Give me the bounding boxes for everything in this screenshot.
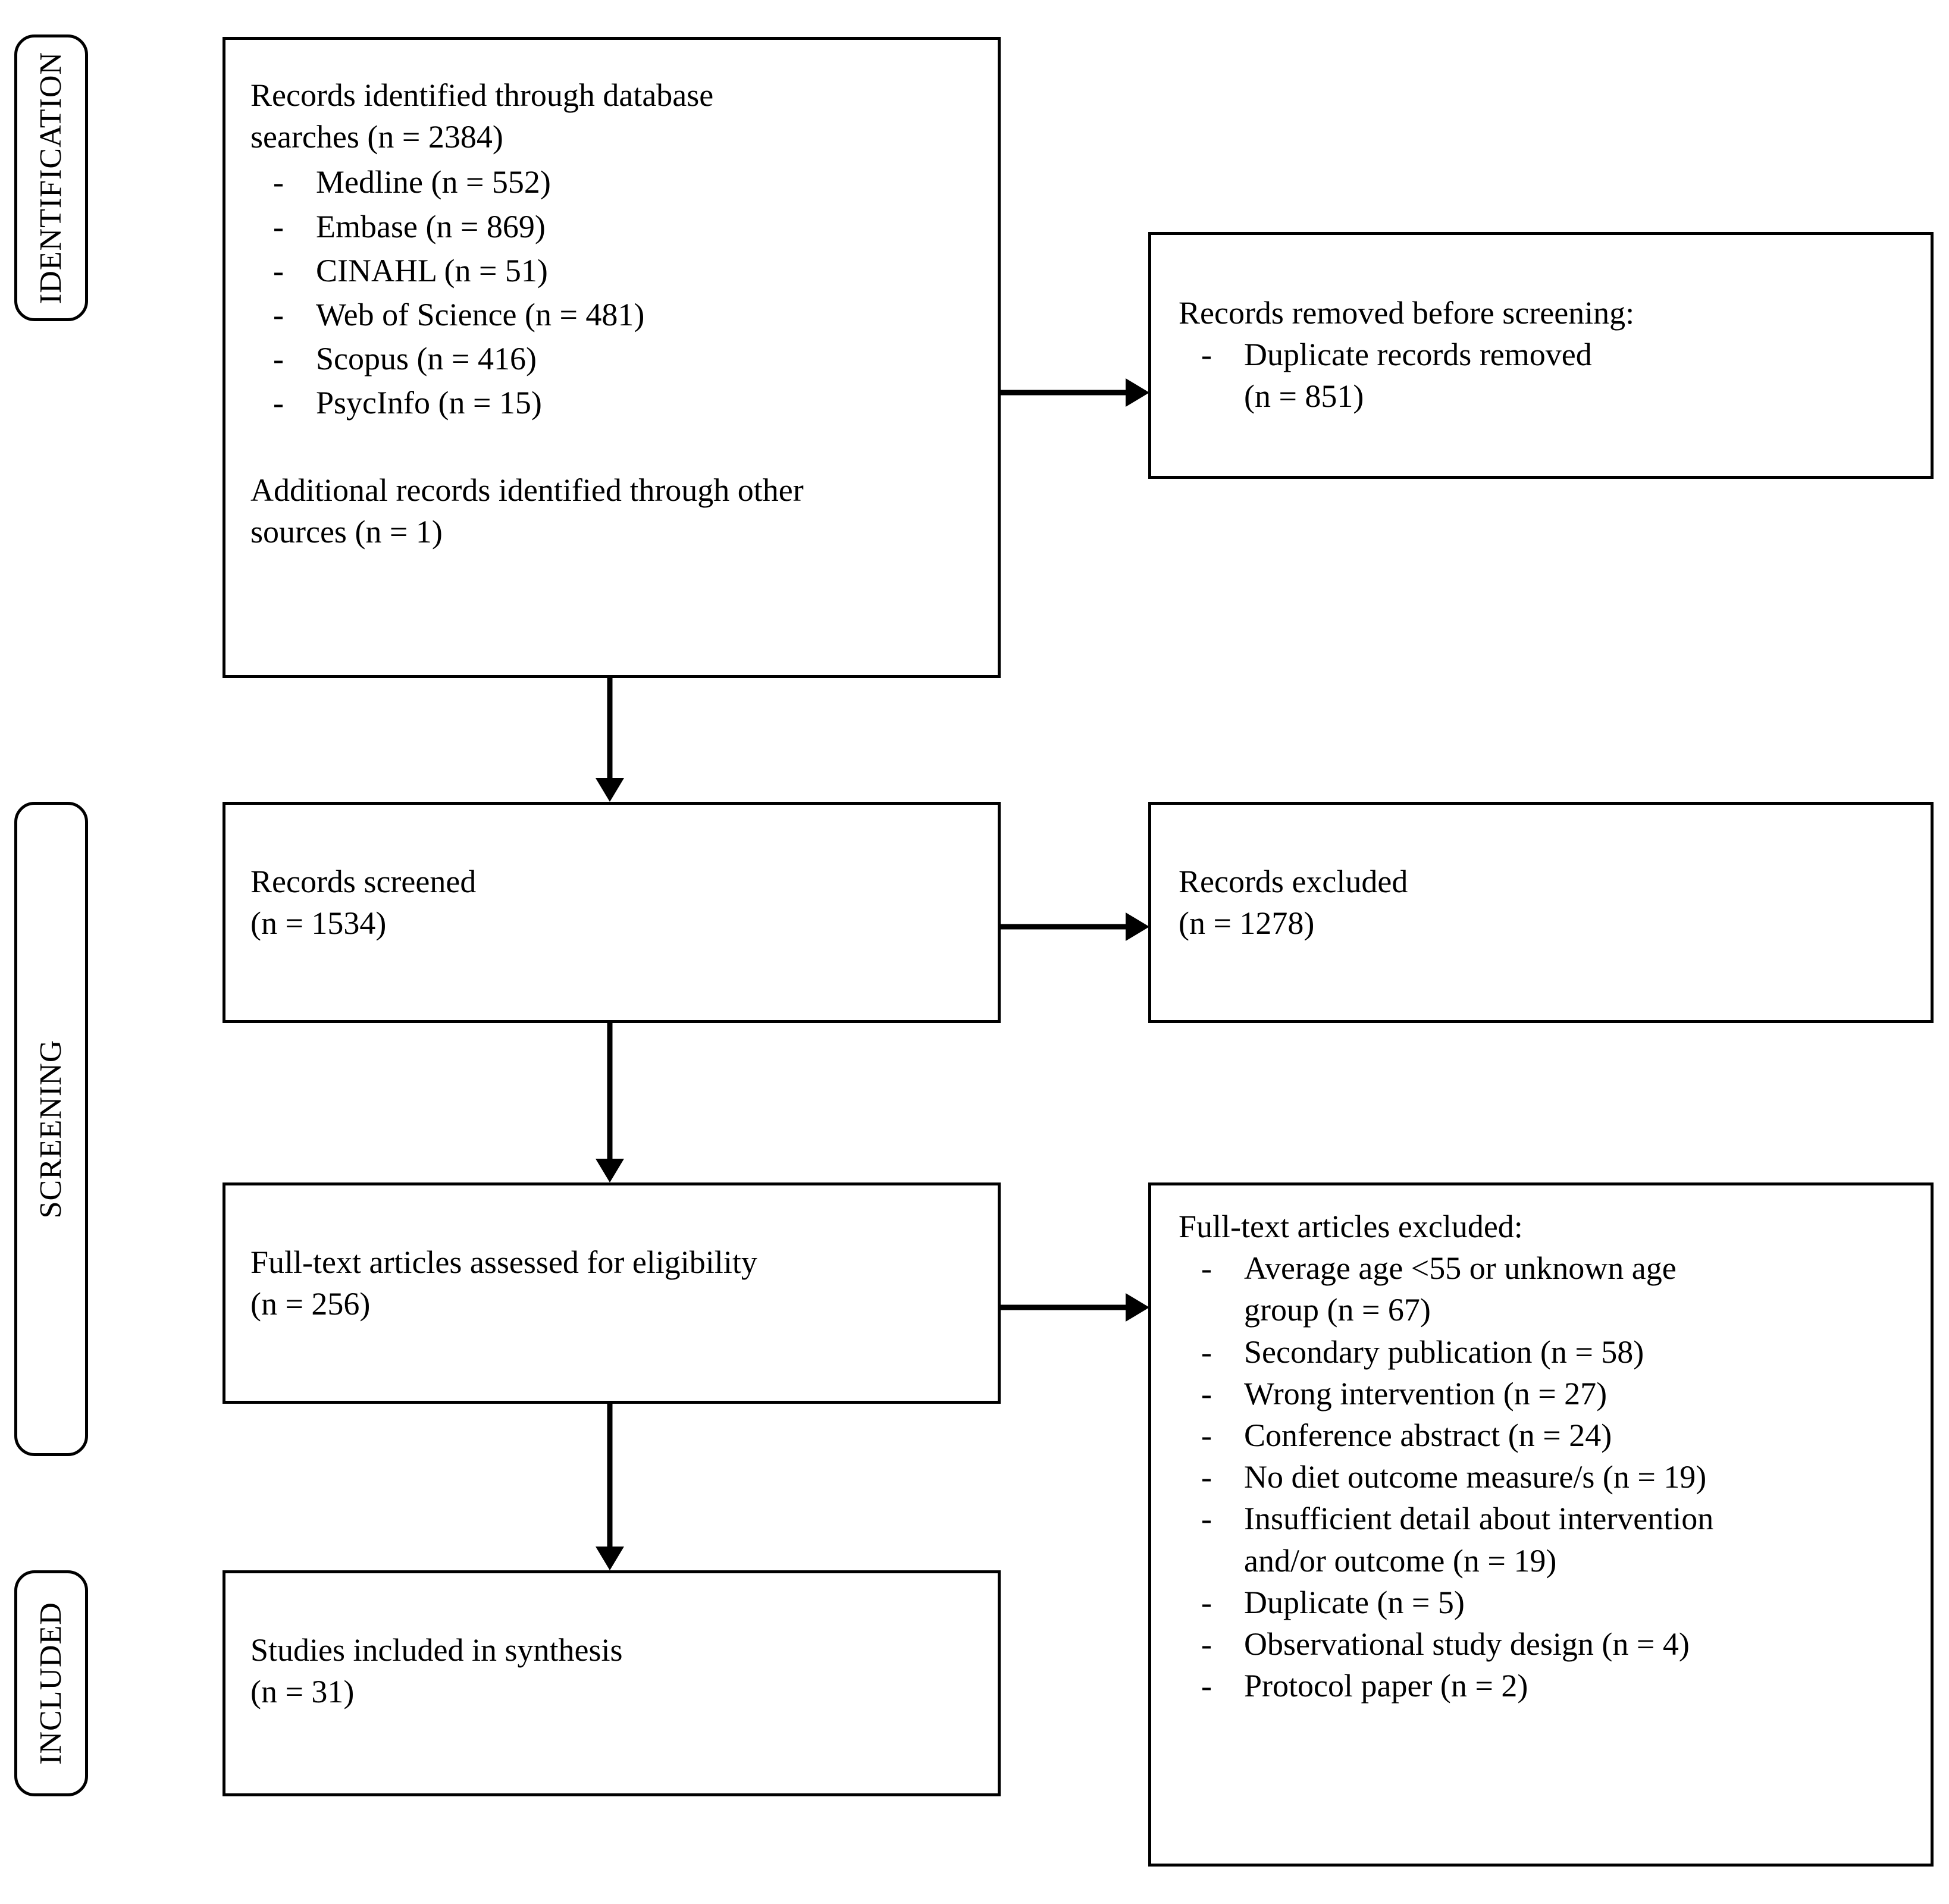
exclusion-reason-line1: Secondary publication (n = 58) <box>1244 1334 1644 1370</box>
list-item-source: - Web of Science (n = 481) <box>250 294 980 335</box>
additional-records-line1: Additional records identified through ot… <box>250 472 804 508</box>
source-label: Scopus (n = 416) <box>316 341 537 377</box>
records-excluded-line1: Records excluded <box>1179 864 1408 899</box>
source-label: Embase (n = 869) <box>316 208 546 244</box>
exclusion-reason-line1: Insufficient detail about intervention <box>1244 1501 1714 1537</box>
records-screened-line1: Records screened <box>250 864 477 899</box>
exclusion-reason-line1: Wrong intervention (n = 27) <box>1244 1375 1608 1411</box>
source-label: Web of Science (n = 481) <box>316 296 645 333</box>
dash-bullet: - <box>273 208 284 244</box>
records-screened-line2: (n = 1534) <box>250 905 387 942</box>
list-item-exclusion: - No diet outcome measure/s (n = 19) <box>1179 1456 1919 1498</box>
dash-bullet: - <box>273 341 284 377</box>
box-records-screened: Records screened (n = 1534) <box>223 802 1001 1023</box>
list-item-source: - CINAHL (n = 51) <box>250 250 980 291</box>
stage-identification-label: IDENTIFICATION <box>34 51 68 305</box>
exclusion-reason-line1: Observational study design (n = 4) <box>1244 1626 1690 1662</box>
list-item-source: - Embase (n = 869) <box>250 206 980 247</box>
arrow-fulltext-to-excluded <box>999 1290 1152 1325</box>
dash-bullet: - <box>273 252 284 288</box>
box-studies-included: Studies included in synthesis (n = 31) <box>223 1570 1001 1796</box>
arrow-identified-to-removed <box>999 375 1152 410</box>
fulltext-assessed-line2: (n = 256) <box>250 1286 371 1322</box>
stage-screening-label: SCREENING <box>34 1039 68 1219</box>
exclusion-reason-line2: and/or outcome (n = 19) <box>1244 1542 1557 1579</box>
arrow-screened-to-excluded <box>999 909 1152 945</box>
fulltext-assessed-line1: Full-text articles assessed for eligibil… <box>250 1244 757 1280</box>
list-item-source: - Scopus (n = 416) <box>250 338 980 379</box>
exclusion-reason-line2: group (n = 67) <box>1244 1292 1431 1328</box>
box-records-identified: Records identified through database sear… <box>223 37 1001 678</box>
stage-included: INCLUDED <box>14 1570 88 1796</box>
dash-bullet: - <box>1201 1459 1212 1495</box>
removed-label-line2: (n = 851) <box>1244 378 1364 415</box>
exclusion-reason-line1: Conference abstract (n = 24) <box>1244 1417 1612 1453</box>
dash-bullet: - <box>273 385 284 421</box>
list-item-exclusion: - Observational study design (n = 4) <box>1179 1623 1919 1665</box>
dash-bullet: - <box>1201 1417 1212 1453</box>
fulltext-excluded-list: - Average age <55 or unknown age group (… <box>1179 1247 1919 1707</box>
box-records-excluded: Records excluded (n = 1278) <box>1148 802 1934 1023</box>
list-item-exclusion: - Duplicate (n = 5) <box>1179 1582 1919 1623</box>
dash-bullet: - <box>1201 1250 1212 1287</box>
records-excluded-line2: (n = 1278) <box>1179 905 1315 942</box>
additional-records-line2: sources (n = 1) <box>250 513 443 550</box>
list-item-exclusion: - Insufficient detail about intervention… <box>1179 1498 1919 1581</box>
dash-bullet: - <box>273 164 284 200</box>
records-identified-heading-line2: searches (n = 2384) <box>250 119 503 155</box>
dash-bullet: - <box>1201 1668 1212 1704</box>
list-item-removed: - Duplicate records removed (n = 851) <box>1179 334 1913 417</box>
list-item-source: - PsycInfo (n = 15) <box>250 382 980 424</box>
list-item-exclusion: - Conference abstract (n = 24) <box>1179 1414 1919 1456</box>
dash-bullet: - <box>1201 337 1212 373</box>
removed-label-line1: Duplicate records removed <box>1244 337 1592 373</box>
list-item-exclusion: - Secondary publication (n = 58) <box>1179 1331 1919 1373</box>
dash-bullet: - <box>273 296 284 333</box>
exclusion-reason-line1: Average age <55 or unknown age <box>1244 1250 1677 1287</box>
source-label: PsycInfo (n = 15) <box>316 385 542 421</box>
exclusion-reason-line1: Protocol paper (n = 2) <box>1244 1668 1528 1704</box>
studies-included-line2: (n = 31) <box>250 1674 355 1710</box>
stage-identification: IDENTIFICATION <box>14 34 88 321</box>
stage-included-label: INCLUDED <box>34 1602 68 1765</box>
exclusion-reason-line1: No diet outcome measure/s (n = 19) <box>1244 1459 1707 1495</box>
dash-bullet: - <box>1201 1584 1212 1620</box>
box-fulltext-assessed: Full-text articles assessed for eligibil… <box>223 1182 1001 1404</box>
exclusion-reason-line1: Duplicate (n = 5) <box>1244 1584 1465 1620</box>
stage-screening: SCREENING <box>14 802 88 1456</box>
records-identified-heading-line1: Records identified through database <box>250 77 714 113</box>
box-fulltext-excluded: Full-text articles excluded: - Average a… <box>1148 1182 1934 1867</box>
records-removed-list: - Duplicate records removed (n = 851) <box>1179 334 1913 417</box>
dash-bullet: - <box>1201 1334 1212 1370</box>
dash-bullet: - <box>1201 1626 1212 1662</box>
dash-bullet: - <box>1201 1501 1212 1537</box>
records-identified-source-list: - Medline (n = 552) - Embase (n = 869) -… <box>250 161 980 424</box>
source-label: CINAHL (n = 51) <box>316 252 548 288</box>
list-item-exclusion: - Average age <55 or unknown age group (… <box>1179 1247 1919 1331</box>
arrow-fulltext-to-included <box>592 1404 628 1573</box>
list-item-exclusion: - Protocol paper (n = 2) <box>1179 1665 1919 1707</box>
list-item-source: - Medline (n = 552) <box>250 161 980 203</box>
studies-included-line1: Studies included in synthesis <box>250 1632 623 1668</box>
source-label: Medline (n = 552) <box>316 164 551 200</box>
list-item-exclusion: - Wrong intervention (n = 27) <box>1179 1373 1919 1414</box>
fulltext-excluded-heading: Full-text articles excluded: <box>1179 1209 1523 1244</box>
box-records-removed-before-screening: Records removed before screening: - Dupl… <box>1148 232 1934 479</box>
arrow-identified-to-screened <box>592 678 628 804</box>
dash-bullet: - <box>1201 1375 1212 1411</box>
arrow-screened-to-fulltext <box>592 1023 628 1185</box>
records-removed-heading: Records removed before screening: <box>1179 295 1635 331</box>
